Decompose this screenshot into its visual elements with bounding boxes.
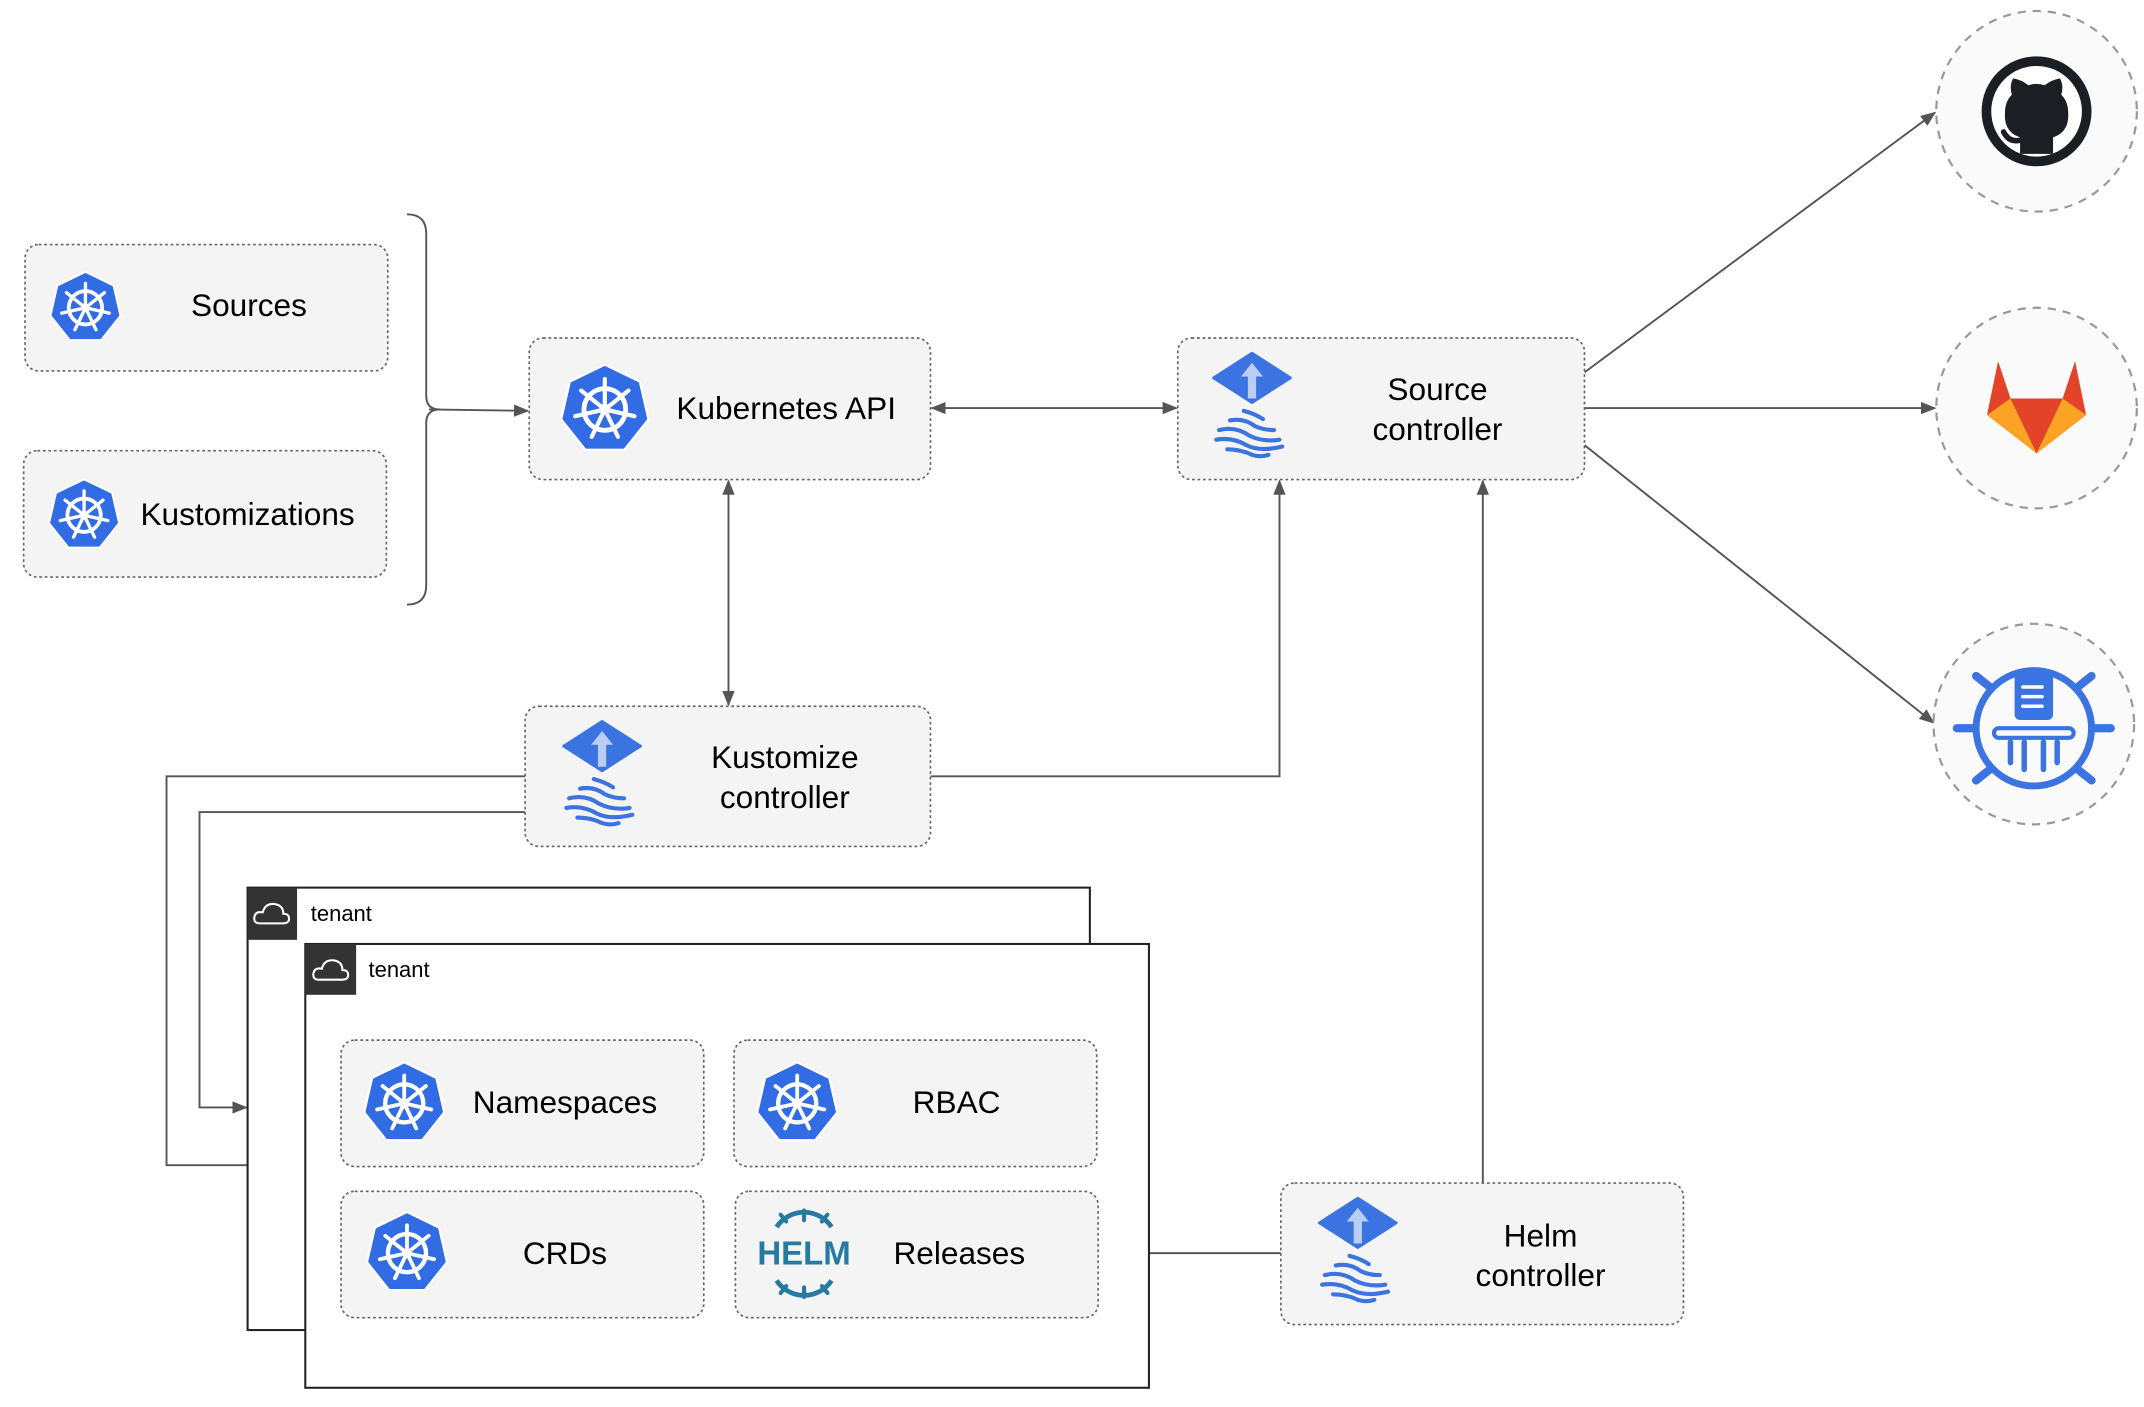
node-releases[interactable]: HELM Releases bbox=[734, 1190, 1099, 1319]
node-sources[interactable]: Sources bbox=[24, 243, 389, 372]
node-label: Releases bbox=[893, 1235, 1025, 1271]
cloud-icon bbox=[253, 902, 291, 925]
tenant-front[interactable]: tenant Namespaces RBAC CRDs HELM bbox=[304, 942, 1150, 1389]
node-label: Kubernetes API bbox=[676, 390, 896, 426]
edge-source-to-github bbox=[1583, 111, 1937, 374]
edge-kustomize-to-tenant-back bbox=[198, 811, 526, 1114]
helm-icon: HELM bbox=[757, 1208, 851, 1300]
node-label: Helm bbox=[1504, 1217, 1578, 1253]
node-label: controller bbox=[1373, 411, 1503, 447]
node-kustomize-controller[interactable]: Kustomize controller bbox=[524, 705, 932, 848]
edge-kustomize-to-tenant-front bbox=[165, 775, 526, 1172]
gitlab-icon bbox=[1987, 361, 2087, 454]
node-helm-controller[interactable]: Helm controller bbox=[1280, 1182, 1685, 1326]
node-crds[interactable]: CRDs bbox=[340, 1190, 705, 1319]
node-kustomizations[interactable]: Kustomizations bbox=[22, 449, 388, 578]
edge-kustomize-to-source-controller bbox=[930, 479, 1286, 778]
node-label: Namespaces bbox=[473, 1084, 657, 1120]
gitlab-source[interactable] bbox=[1935, 306, 2138, 510]
node-kubernetes-api[interactable]: Kubernetes API bbox=[528, 337, 932, 481]
node-label: Source bbox=[1387, 371, 1487, 407]
node-source-controller[interactable]: Source controller bbox=[1176, 337, 1586, 481]
node-label: controller bbox=[1476, 1257, 1606, 1293]
bucket-repository-icon bbox=[1952, 667, 2115, 790]
node-label: Kustomizations bbox=[140, 496, 354, 532]
edge-crds-to-kubernetes-api bbox=[428, 404, 530, 417]
cloud-icon-bg bbox=[305, 943, 357, 995]
edge-source-to-bucket bbox=[1583, 444, 1935, 724]
bucket-source[interactable] bbox=[1932, 622, 2136, 826]
node-label: Sources bbox=[191, 287, 307, 323]
tenant-label: tenant bbox=[369, 957, 430, 982]
tenant-label: tenant bbox=[311, 901, 372, 926]
node-namespaces[interactable]: Namespaces bbox=[340, 1039, 705, 1168]
node-label: Kustomize bbox=[711, 739, 858, 775]
github-source[interactable] bbox=[1935, 9, 2138, 213]
node-label: CRDs bbox=[523, 1235, 607, 1271]
github-icon bbox=[1981, 56, 2092, 167]
cloud-icon bbox=[312, 959, 350, 981]
node-rbac[interactable]: RBAC bbox=[733, 1039, 1098, 1168]
node-label: controller bbox=[720, 779, 850, 815]
node-label: RBAC bbox=[913, 1084, 1001, 1120]
svg-text:HELM: HELM bbox=[757, 1235, 850, 1272]
